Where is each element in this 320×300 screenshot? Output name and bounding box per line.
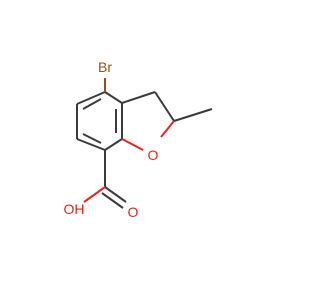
bond-c3a-c4 bbox=[104, 91, 123, 104]
bond-c3a-c3 bbox=[121, 91, 156, 104]
bond-carboxyl-oh bbox=[83, 186, 106, 203]
bromine-label: Br bbox=[98, 59, 112, 75]
carbonyl-oxygen-label: O bbox=[128, 204, 139, 220]
bond-c7-c7a bbox=[104, 138, 123, 151]
bond-c2-o1 bbox=[160, 120, 175, 138]
bond-c6-c7 bbox=[76, 138, 106, 151]
hydroxyl-label: OH bbox=[64, 201, 85, 217]
bond-inner-2 bbox=[82, 98, 102, 110]
ring-oxygen-label: O bbox=[148, 147, 159, 163]
bond-inner-3 bbox=[82, 133, 102, 144]
bond-carboxyl-o-double-2 bbox=[101, 192, 124, 209]
bond-c4-c5 bbox=[76, 91, 106, 105]
bond-carboxyl-o-double-1 bbox=[104, 186, 127, 203]
bond-c2-methyl bbox=[173, 108, 213, 122]
bond-o1-c7a bbox=[121, 138, 144, 151]
chemical-structure: Br O O OH bbox=[64, 59, 213, 220]
bond-c3-c2 bbox=[154, 91, 175, 122]
